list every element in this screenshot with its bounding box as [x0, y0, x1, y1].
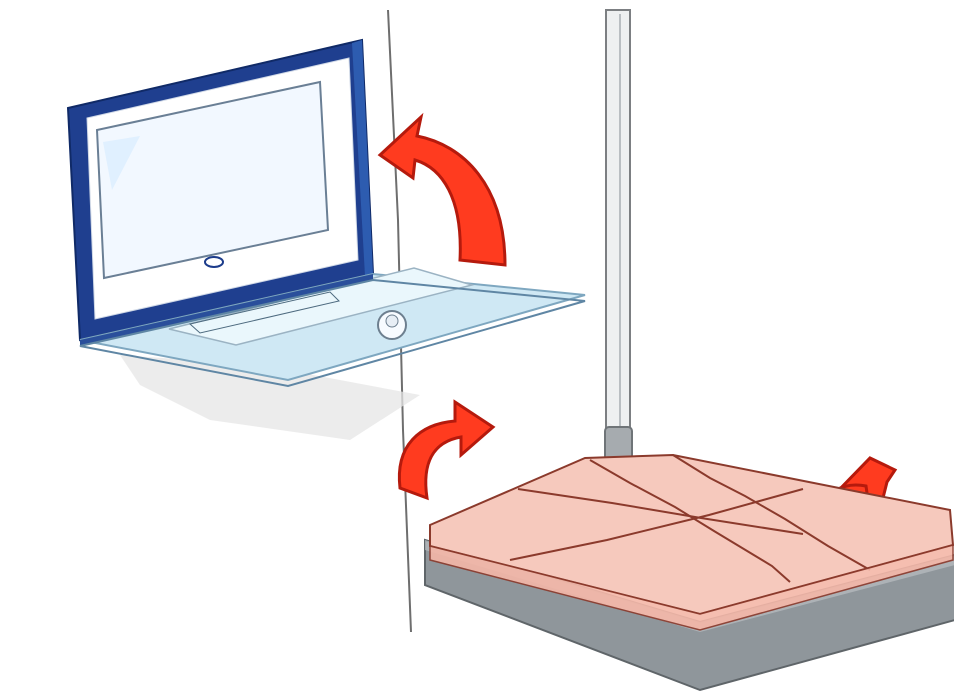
laptop-icon — [68, 40, 585, 440]
curved-arrow-icon — [399, 402, 493, 498]
wall-pole-icon — [605, 10, 632, 461]
